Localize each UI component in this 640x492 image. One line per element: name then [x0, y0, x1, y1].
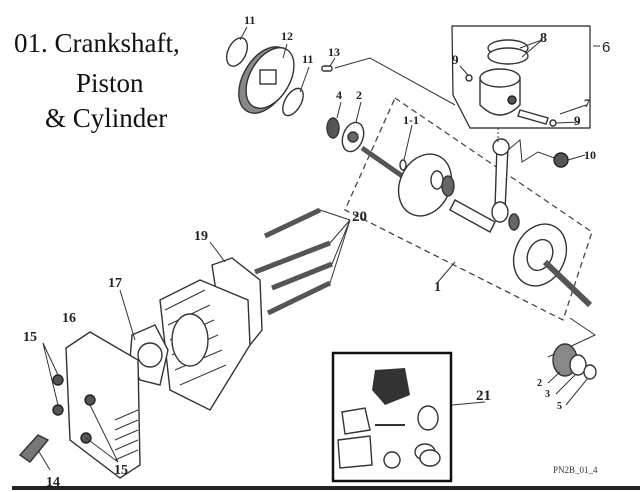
- flywheel-12: [238, 46, 295, 114]
- callout-9-left: 9: [452, 52, 459, 67]
- callout-17: 17: [108, 276, 122, 291]
- callout-12: 12: [281, 29, 293, 43]
- guide-line: [334, 57, 456, 106]
- crankshaft-assembly-outline: [344, 97, 593, 321]
- spark-plug-14: [18, 434, 50, 463]
- crankshaft-1: [360, 145, 593, 308]
- connecting-rod: [491, 138, 520, 231]
- callout-1-1: 1-1: [403, 113, 419, 127]
- bearing-2: [341, 121, 365, 153]
- callout-3: 3: [545, 389, 550, 400]
- studs-20: [254, 207, 333, 316]
- bottom-border: [12, 486, 640, 490]
- callout-7: 7: [584, 96, 590, 110]
- callout-21: 21: [476, 388, 491, 404]
- piston-rings-8: [487, 39, 529, 65]
- circlip-9-right: [549, 119, 557, 127]
- key-13: [321, 65, 333, 72]
- title-line-2: Piston: [76, 68, 144, 98]
- callout-1: 1: [434, 280, 441, 295]
- callout-16: 16: [62, 311, 76, 326]
- callout-6: 6: [602, 39, 610, 56]
- seal-11-right: [282, 87, 304, 117]
- callout-13: 13: [328, 45, 340, 59]
- callout-2-bottom: 2: [537, 378, 542, 389]
- callout-8: 8: [540, 31, 547, 46]
- circlip-9-left: [465, 74, 473, 82]
- leader-lines: [37, 26, 600, 471]
- callout-9-right: 9: [574, 113, 581, 128]
- callout-10: 10: [584, 148, 596, 162]
- guide-line-rod: [507, 139, 561, 163]
- callout-20: 20: [352, 209, 367, 225]
- piston-assembly-box: [451, 25, 591, 129]
- callout-15-top: 15: [23, 330, 37, 345]
- nut-10: [553, 152, 569, 168]
- callout-15-bottom: 15: [114, 463, 128, 478]
- callout-11-right: 11: [302, 52, 313, 66]
- callout-5: 5: [557, 401, 562, 412]
- cylinder-kit-21: [337, 368, 441, 469]
- cylinder-kit-box-21: [331, 351, 453, 483]
- piston-pin-7: [517, 109, 549, 125]
- callout-4: 4: [336, 88, 342, 102]
- crank-end-parts: [547, 317, 597, 380]
- callout-11-left: 11: [244, 13, 255, 27]
- diagram-code: PN2B_01_4: [553, 465, 598, 475]
- callout-19: 19: [194, 229, 208, 244]
- seal-11-left: [225, 37, 249, 67]
- title-line-1: 01. Crankshaft,: [14, 28, 180, 58]
- pin-1-1: [399, 159, 407, 171]
- seal-4: [326, 117, 340, 139]
- piston-6: [479, 68, 521, 116]
- cylinder-head-16: [65, 331, 141, 479]
- title-line-3: & Cylinder: [45, 103, 167, 133]
- cylinder: [159, 279, 251, 411]
- head-gasket-17: [129, 324, 169, 386]
- callout-2-top: 2: [356, 88, 362, 102]
